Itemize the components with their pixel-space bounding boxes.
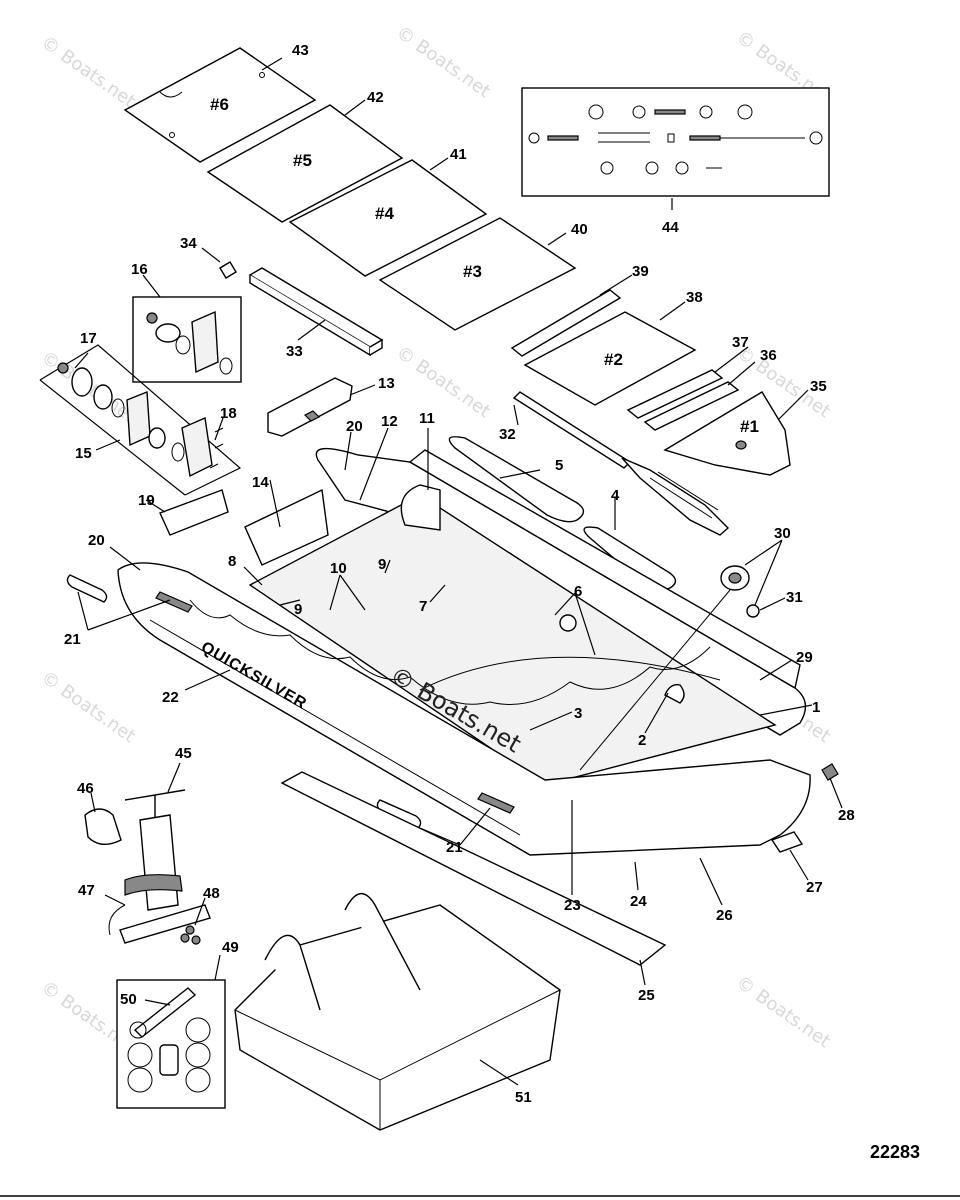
- floor-panel-6: #6: [123, 47, 317, 163]
- callout-10: 10: [330, 560, 347, 577]
- callout-7: 7: [419, 598, 427, 615]
- callout-35: 35: [810, 378, 827, 395]
- repair-kit-box: [116, 979, 226, 1109]
- callout-25: 25: [638, 987, 655, 1004]
- callout-18: 18: [220, 405, 237, 422]
- panel-label: #4: [375, 204, 394, 223]
- callout-33: 33: [286, 343, 303, 360]
- bracket: [159, 489, 229, 536]
- callout-9: 9: [378, 556, 386, 573]
- panel-label: #6: [210, 95, 229, 114]
- carry-handle: [477, 792, 515, 814]
- carry-bag: [234, 893, 561, 1131]
- callout-47: 47: [78, 882, 95, 899]
- towing-eye: [770, 831, 804, 853]
- inflatable-boat-hull: [117, 447, 811, 856]
- callout-21: 21: [64, 631, 81, 648]
- floor-panel-1: #1: [663, 391, 791, 476]
- hardware-kit-box: [521, 87, 830, 197]
- floor-stringer: [643, 381, 740, 431]
- watermark: © Boats.net: [37, 32, 139, 112]
- callout-13: 13: [378, 375, 395, 392]
- callout-41: 41: [450, 146, 467, 163]
- panel-label: #2: [604, 350, 623, 369]
- callout-23: 23: [564, 897, 581, 914]
- callout-3: 3: [574, 705, 582, 722]
- callout-50: 50: [120, 991, 137, 1008]
- valve-fittings-box: [39, 344, 242, 496]
- seat-cushion: [267, 377, 353, 437]
- callout-31: 31: [786, 589, 803, 606]
- callout-28: 28: [838, 807, 855, 824]
- diagram-reference-number: 22283: [870, 1142, 920, 1162]
- wear-patch: [448, 436, 585, 523]
- callout-22: 22: [162, 689, 179, 706]
- floor-stringer: [626, 369, 724, 419]
- callout-48: 48: [203, 885, 220, 902]
- callout-15: 15: [75, 445, 92, 462]
- leader-lines: [74, 57, 843, 1086]
- callout-20: 20: [88, 532, 105, 549]
- callout-5: 5: [555, 457, 563, 474]
- panel-label: #3: [463, 262, 482, 281]
- callout-29: 29: [796, 649, 813, 666]
- d-ring: [821, 763, 839, 781]
- carry-handle: [155, 591, 193, 613]
- inflation-valve: [720, 565, 760, 618]
- callout-20: 20: [346, 418, 363, 435]
- panel-label: #1: [740, 417, 759, 436]
- callout-32: 32: [499, 426, 516, 443]
- callout-17: 17: [80, 330, 97, 347]
- callout-37: 37: [732, 334, 749, 351]
- callout-6: 6: [574, 583, 582, 600]
- callout-4: 4: [611, 487, 620, 504]
- floor-panel-5: #5: [206, 104, 404, 223]
- floor-stringer: [510, 289, 622, 357]
- callout-14: 14: [252, 474, 269, 491]
- callout-16: 16: [131, 261, 148, 278]
- callout-46: 46: [77, 780, 94, 797]
- watermark: © Boats.net: [732, 972, 834, 1052]
- callouts: 1 2 3 4 5 6 7 8 9 9 10 11 12 13 14 15 16…: [64, 42, 855, 1106]
- watermark: © Boats.net: [37, 667, 139, 747]
- callout-19: 19: [138, 492, 155, 509]
- transom-bracket-box: [132, 296, 242, 383]
- callout-42: 42: [367, 89, 384, 106]
- callout-1: 1: [812, 699, 820, 716]
- callout-40: 40: [571, 221, 588, 238]
- callout-12: 12: [381, 413, 398, 430]
- callout-21: 21: [446, 839, 463, 856]
- floor-panel-3: #3: [378, 217, 577, 331]
- oar: [512, 391, 730, 536]
- floor-panel-2: #2: [523, 311, 697, 406]
- callout-43: 43: [292, 42, 309, 59]
- callout-30: 30: [774, 525, 791, 542]
- side-pocket: [244, 488, 329, 566]
- callout-38: 38: [686, 289, 703, 306]
- callout-39: 39: [632, 263, 649, 280]
- foot-pump: [84, 789, 211, 945]
- keel-strip: [280, 771, 667, 966]
- callout-51: 51: [515, 1089, 532, 1106]
- panel-label: #5: [293, 151, 312, 170]
- callout-2: 2: [638, 732, 646, 749]
- watermark: © Boats.net: [392, 342, 494, 422]
- callout-34: 34: [180, 235, 197, 252]
- floor-panel-4: #4: [288, 159, 488, 277]
- callout-27: 27: [806, 879, 823, 896]
- callout-49: 49: [222, 939, 239, 956]
- stringer: [248, 267, 384, 357]
- callout-45: 45: [175, 745, 192, 762]
- callout-44: 44: [662, 219, 679, 236]
- callout-11: 11: [419, 410, 435, 427]
- callout-24: 24: [630, 893, 647, 910]
- callout-26: 26: [716, 907, 733, 924]
- carry-handle: [66, 574, 108, 603]
- clip-part: [219, 261, 237, 279]
- watermark: © Boats.net: [392, 22, 494, 102]
- callout-9: 9: [294, 601, 302, 618]
- callout-36: 36: [760, 347, 777, 364]
- callout-8: 8: [228, 553, 236, 570]
